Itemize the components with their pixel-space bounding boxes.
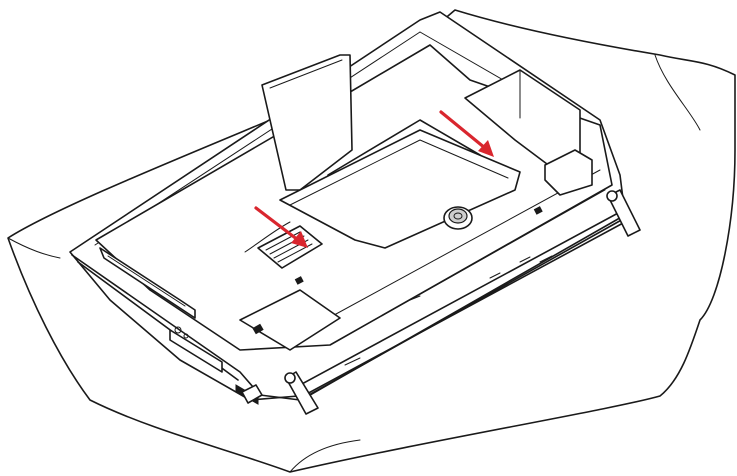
- feet: [241, 189, 641, 415]
- lower-arrow: [254, 206, 308, 248]
- bottom-rail: [299, 211, 626, 397]
- stand-arm: [261, 54, 521, 249]
- rear-marks: [294, 206, 543, 301]
- rear-right-housing: [464, 69, 593, 196]
- lower-left-panel: [239, 289, 341, 351]
- stand-release-knob: [443, 206, 473, 230]
- upper-arrow: [439, 110, 494, 157]
